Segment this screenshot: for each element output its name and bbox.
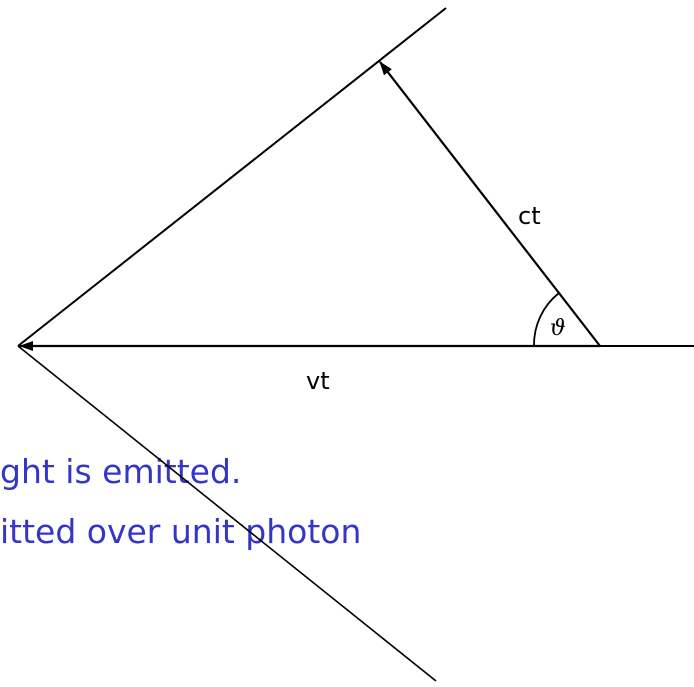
theta-label: ϑ: [550, 316, 566, 341]
lower-wavefront-line: [17, 345, 437, 682]
theta-angle-arc: [533, 292, 560, 347]
upper-wavefront-line: [17, 7, 447, 347]
ct-arrow: [379, 61, 601, 347]
caption-line-1: ght is emitted.: [0, 452, 242, 491]
vt-label: vt: [306, 367, 330, 395]
caption-line-2: itted over unit photon: [0, 512, 362, 551]
ct-label: ct: [518, 202, 541, 230]
